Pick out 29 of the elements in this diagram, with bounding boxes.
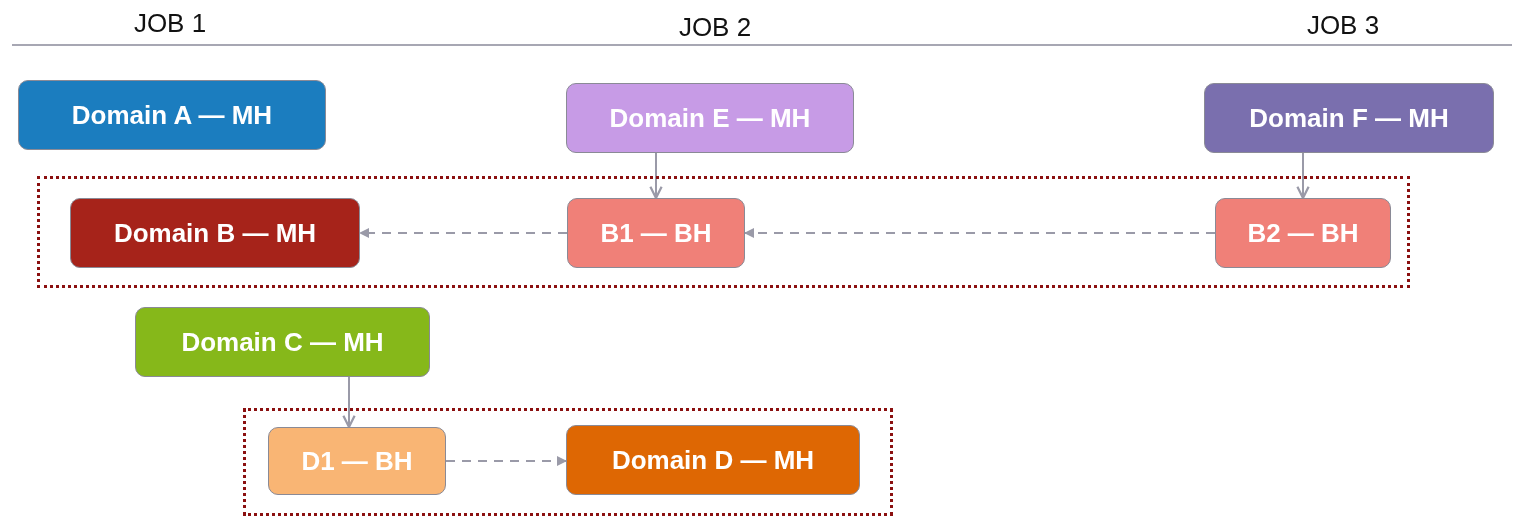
- process-box: [1215, 198, 1391, 268]
- process-box: [566, 425, 860, 495]
- arrow: [445, 456, 567, 466]
- column-heading: JOB 1: [133, 8, 207, 39]
- process-box: [567, 198, 745, 268]
- box-label: Domain A — MH: [71, 99, 273, 131]
- box-label: Domain E — MH: [609, 102, 811, 134]
- box-label: Domain F — MH: [1249, 102, 1449, 134]
- dotted-group-frame: [243, 408, 893, 516]
- column-heading: JOB 2: [678, 12, 752, 43]
- process-box: [70, 198, 360, 268]
- arrow: [342, 376, 356, 429]
- box-label: Domain B — MH: [113, 217, 317, 249]
- process-box: [268, 427, 446, 495]
- arrow: [359, 228, 568, 238]
- arrow: [649, 152, 663, 200]
- arrow: [1296, 152, 1310, 200]
- column-heading: JOB 3: [1306, 10, 1380, 41]
- box-label: B1 — BH: [600, 217, 712, 249]
- process-box: [18, 80, 326, 150]
- process-box: [566, 83, 854, 153]
- box-label: D1 — BH: [301, 445, 413, 477]
- box-label: Domain D — MH: [611, 444, 815, 476]
- arrow: [744, 228, 1216, 238]
- process-box: [1204, 83, 1494, 153]
- box-label: B2 — BH: [1247, 217, 1359, 249]
- dotted-group-frame: [37, 176, 1410, 288]
- process-box: [135, 307, 430, 377]
- box-label: Domain C — MH: [181, 326, 384, 358]
